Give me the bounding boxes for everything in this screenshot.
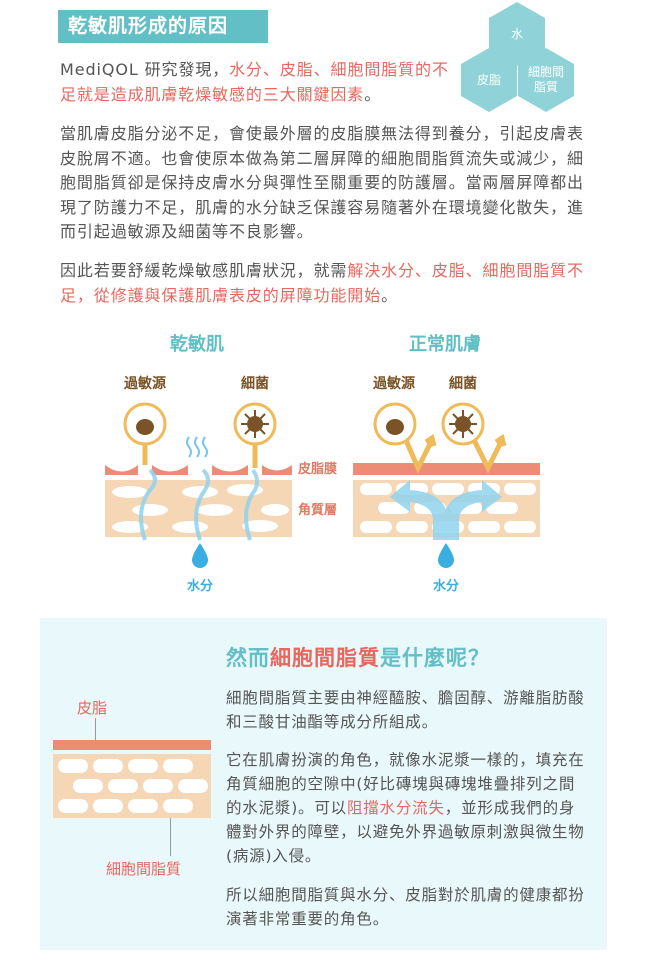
label-line [95, 718, 96, 740]
water-label: 水分 [187, 578, 213, 594]
intro-text: MediQOL 研究發現，水分、皮脂、細胞間脂質的不足就是造成肌膚乾燥敏感的三大… [60, 60, 449, 104]
body-paragraph-2: 因此若要舒緩乾燥敏感肌膚狀況，就需解決水分、皮脂、細胞間脂質不足，從修護與保護肌… [60, 261, 584, 305]
water-retained-arrows [390, 480, 502, 540]
hex-sebum: 皮脂 [461, 48, 517, 112]
normal-skin-title: 正常肌膚 [409, 333, 481, 355]
bacteria-label: 細菌 [449, 375, 477, 392]
body-paragraph-1: 當肌膚皮脂分泌不足，會使最外層的皮脂膜無法得到養分，引起皮膚表皮脫屑不適。也會使… [60, 124, 584, 241]
lipid-label: 細胞間脂質 [106, 860, 182, 878]
cells [112, 484, 289, 533]
water-drop-icon [438, 543, 454, 568]
label-line [170, 818, 171, 856]
stratum-label: 角質層 [298, 502, 337, 518]
allergen-label: 過敏源 [372, 375, 415, 392]
deflect-arrow [402, 433, 437, 474]
broken-sebum-film [105, 465, 292, 475]
water-drop-icon [192, 543, 208, 568]
lipid-paragraph-3: 所以細胞間脂質與水分、皮脂對於肌膚的健康都扮演著非常重要的角色。 [226, 886, 585, 928]
sebum-film-label: 皮脂膜 [297, 461, 337, 477]
skin-diagram: 乾敏肌 正常肌膚 過敏源 細菌 過敏源 細菌 皮脂膜 角質層 水分 水分 [105, 333, 540, 594]
water-loss-arrows [139, 436, 260, 541]
bacteria-label: 細菌 [241, 375, 269, 392]
lipid-heading: 然而細胞間脂質是什麼呢？ [226, 646, 490, 670]
deflect-arrow [470, 433, 507, 474]
allergen-label: 過敏源 [123, 375, 166, 392]
section-title: 乾敏肌形成的原因 [58, 10, 268, 43]
lipid-paragraph-1: 細胞間脂質主要由神經醯胺、膽固醇、游離脂肪酸和三酸甘油酯等成分所組成。 [226, 689, 585, 731]
lipid-paragraph-2: 它在肌膚扮演的角色，就像水泥漿一樣的，填充在角質細胞的空隙中(好比磚塊與磚塊堆疊… [226, 751, 585, 865]
sebum-label: 皮脂 [77, 699, 108, 717]
sebum-film [353, 463, 540, 475]
lipid-diagram [53, 740, 211, 818]
water-label: 水分 [433, 578, 459, 594]
dry-skin-title: 乾敏肌 [170, 333, 224, 355]
